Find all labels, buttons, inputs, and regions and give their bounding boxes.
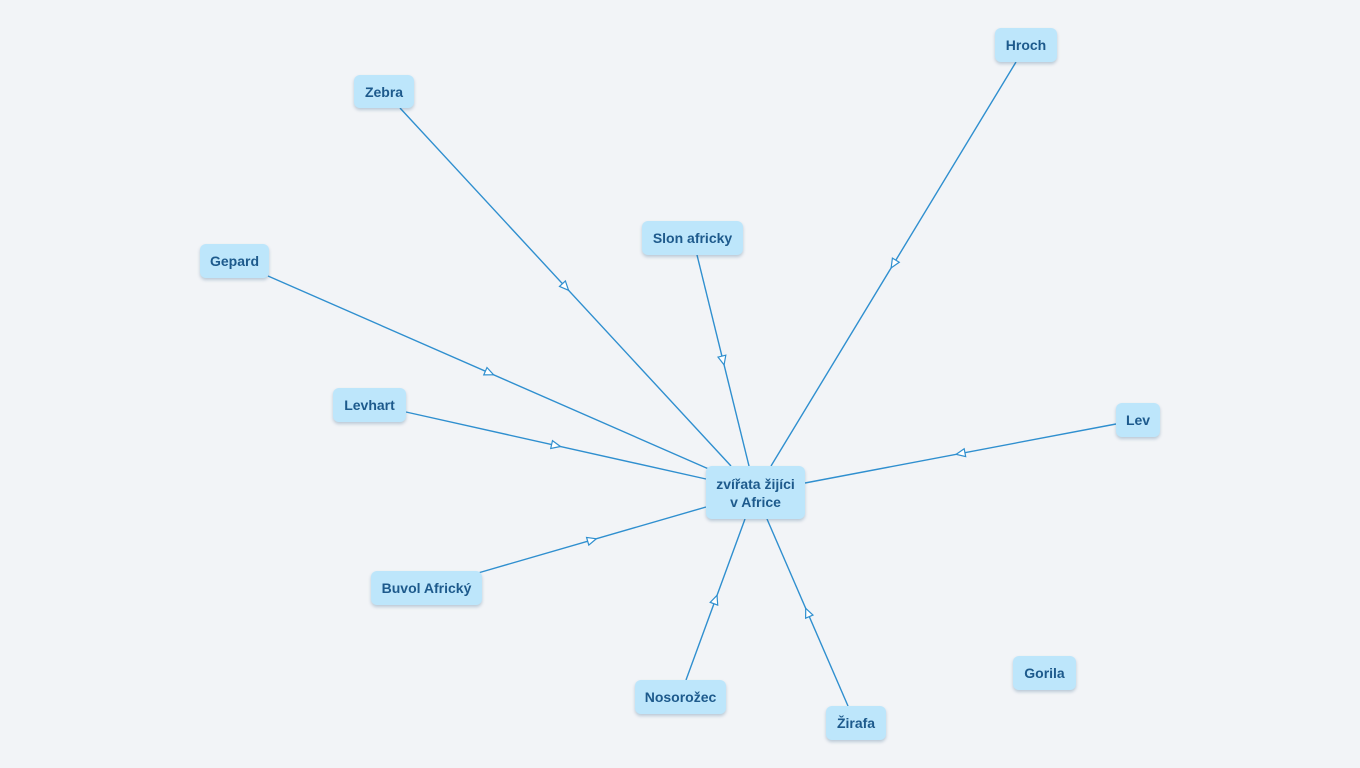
node-gepard[interactable]: Gepard <box>200 244 269 278</box>
arrowhead-gepard <box>482 366 495 376</box>
node-hroch[interactable]: Hroch <box>995 28 1057 62</box>
node-lev[interactable]: Lev <box>1116 403 1160 437</box>
node-slon-africky[interactable]: Slon africky <box>642 221 743 255</box>
center-label-line2: v Africe <box>730 493 781 510</box>
node-gorila[interactable]: Gorila <box>1013 656 1076 690</box>
arrowhead-zebra <box>558 279 570 292</box>
arrowhead-lev <box>954 447 967 458</box>
node-zirafa[interactable]: Žirafa <box>826 706 886 740</box>
center-label-line1: zvířata žijíci <box>716 475 795 492</box>
arrowhead-nosorozec <box>709 593 719 606</box>
node-zebra[interactable]: Zebra <box>354 75 414 108</box>
arrowhead-buvol <box>585 536 598 547</box>
node-buvol-africky[interactable]: Buvol Africký <box>371 571 482 605</box>
node-center[interactable]: zvířata žijíci v Africe <box>706 466 805 519</box>
arrowhead-zirafa <box>805 607 815 620</box>
arrowhead-slon <box>716 354 727 367</box>
arrowhead-hroch <box>890 257 901 270</box>
node-nosorozec[interactable]: Nosorožec <box>635 680 726 714</box>
node-levhart[interactable]: Levhart <box>333 388 406 422</box>
arrowhead-levhart <box>549 439 562 450</box>
